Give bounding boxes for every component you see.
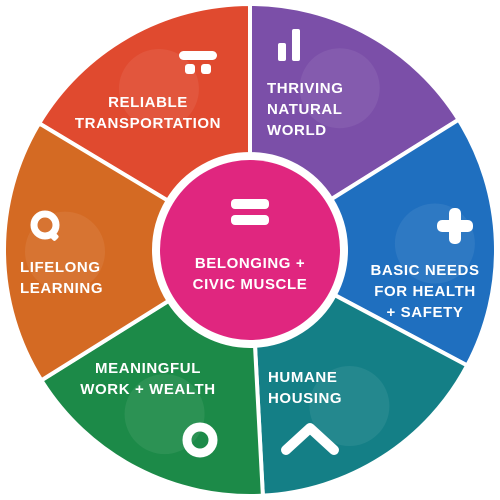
segment-learning: LIFELONG LEARNING <box>2 120 172 384</box>
decor-shape <box>299 48 380 129</box>
center-label-line: CIVIC MUSCLE <box>193 276 308 293</box>
bus-icon <box>179 51 217 74</box>
decor-shape <box>25 211 106 292</box>
segment-housing-label-line: HUMANE <box>268 369 337 386</box>
segment-housing-label-line: HOUSING <box>268 390 342 407</box>
segment-work-wealth-label-line: MEANINGFUL <box>95 360 201 377</box>
chevron-up-icon <box>281 423 339 455</box>
segment-transportation-label-line: RELIABLE <box>108 94 188 111</box>
segment-transportation-label-line: TRANSPORTATION <box>75 115 221 132</box>
magnifier-icon <box>30 210 60 241</box>
center-hub: BELONGING + CIVIC MUSCLE <box>154 154 346 346</box>
segment-work-wealth: MEANINGFUL WORK + WEALTH <box>38 298 265 498</box>
center-circle <box>160 160 340 340</box>
segment-natural-world-label-line: WORLD <box>267 122 327 139</box>
segment-basic-needs-label-line: + SAFETY <box>387 304 464 321</box>
segment-basic-needs-label-line: FOR HEALTH <box>374 283 476 300</box>
equals-icon <box>231 199 269 225</box>
segment-natural-world-label-line: THRIVING <box>267 80 343 97</box>
center-label-line: BELONGING + <box>195 255 305 272</box>
segment-learning-label-line: LIFELONG <box>20 259 101 276</box>
decor-shape <box>309 366 390 447</box>
segment-work-wealth-label-line: WORK + WEALTH <box>80 381 215 398</box>
segment-housing: HUMANE HOUSING <box>252 292 470 498</box>
ring-icon <box>182 422 218 458</box>
plus-icon <box>437 208 473 244</box>
segment-natural-world-label-line: NATURAL <box>267 101 343 118</box>
segment-transportation: RELIABLE TRANSPORTATION <box>36 1 252 204</box>
bar-chart-icon <box>278 29 300 61</box>
segment-basic-needs-label-line: BASIC NEEDS <box>370 262 479 279</box>
segment-basic-needs: BASIC NEEDS FOR HEALTH + SAFETY <box>328 116 498 369</box>
decor-shape <box>118 48 199 129</box>
segment-learning-label-line: LEARNING <box>20 280 103 297</box>
